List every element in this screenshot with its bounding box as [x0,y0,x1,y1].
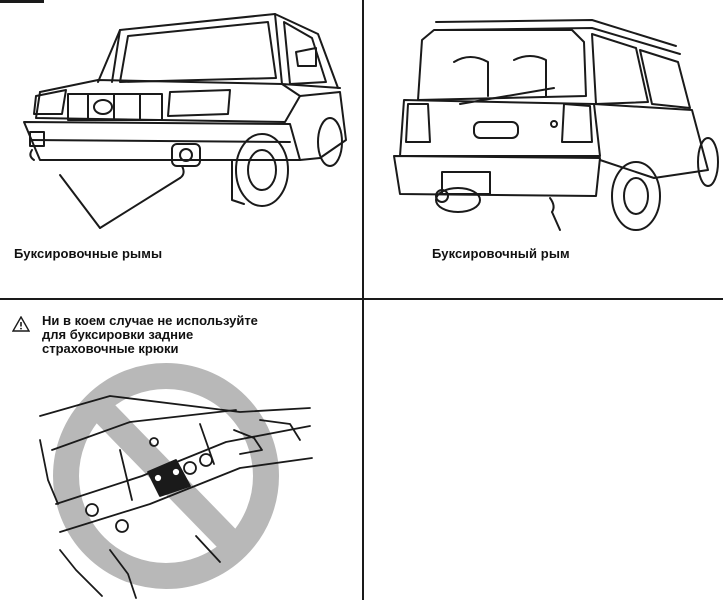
vertical-divider [362,0,364,600]
corner-rule [0,0,44,3]
rear-car-illustration [393,19,719,231]
front-towing-panel: Буксировочные рымы [0,0,362,298]
warning-text: Ни в коем случае не используйте для букс… [42,313,258,356]
rear-towing-caption: Буксировочный рым [432,246,570,261]
horizontal-divider [0,298,723,300]
warning-triangle-icon [12,316,30,332]
front-towing-caption: Буксировочные рымы [14,246,163,261]
front-car-illustration [23,13,347,229]
prohibited-hook-illustration [39,363,313,599]
rear-towing-panel: Буксировочный рым [364,0,723,298]
warning-panel: Ни в коем случае не используйте для букс… [0,300,362,600]
empty-panel [364,300,723,600]
